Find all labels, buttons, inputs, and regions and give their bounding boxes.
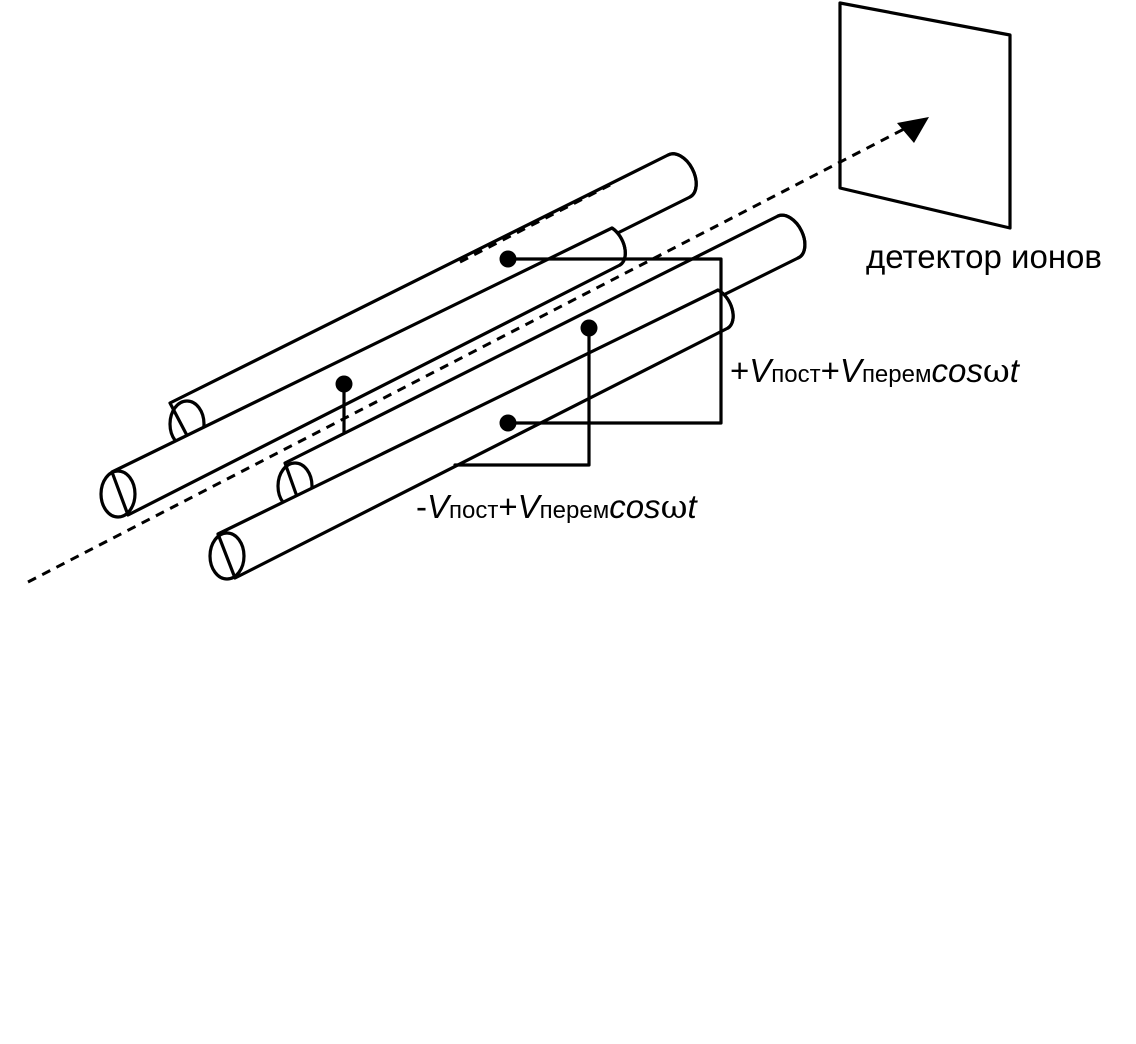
ion-beam-arrowhead [897, 117, 929, 143]
detector-plate [838, 1, 1012, 230]
wire-plus-circuit [499, 250, 723, 432]
detector-label: детектор ионов [866, 238, 1102, 275]
rod-left [99, 226, 627, 519]
voltage-plus-label: +Vпост+Vперемcosωt [730, 351, 1021, 390]
rod-top-back [168, 152, 698, 449]
ion-beam-path [27, 126, 907, 584]
wire-minus-circuit [335, 319, 598, 467]
voltage-minus-label: -Vпост+Vперемcosωt [416, 487, 698, 526]
ion-beam-path-gap [459, 183, 611, 264]
